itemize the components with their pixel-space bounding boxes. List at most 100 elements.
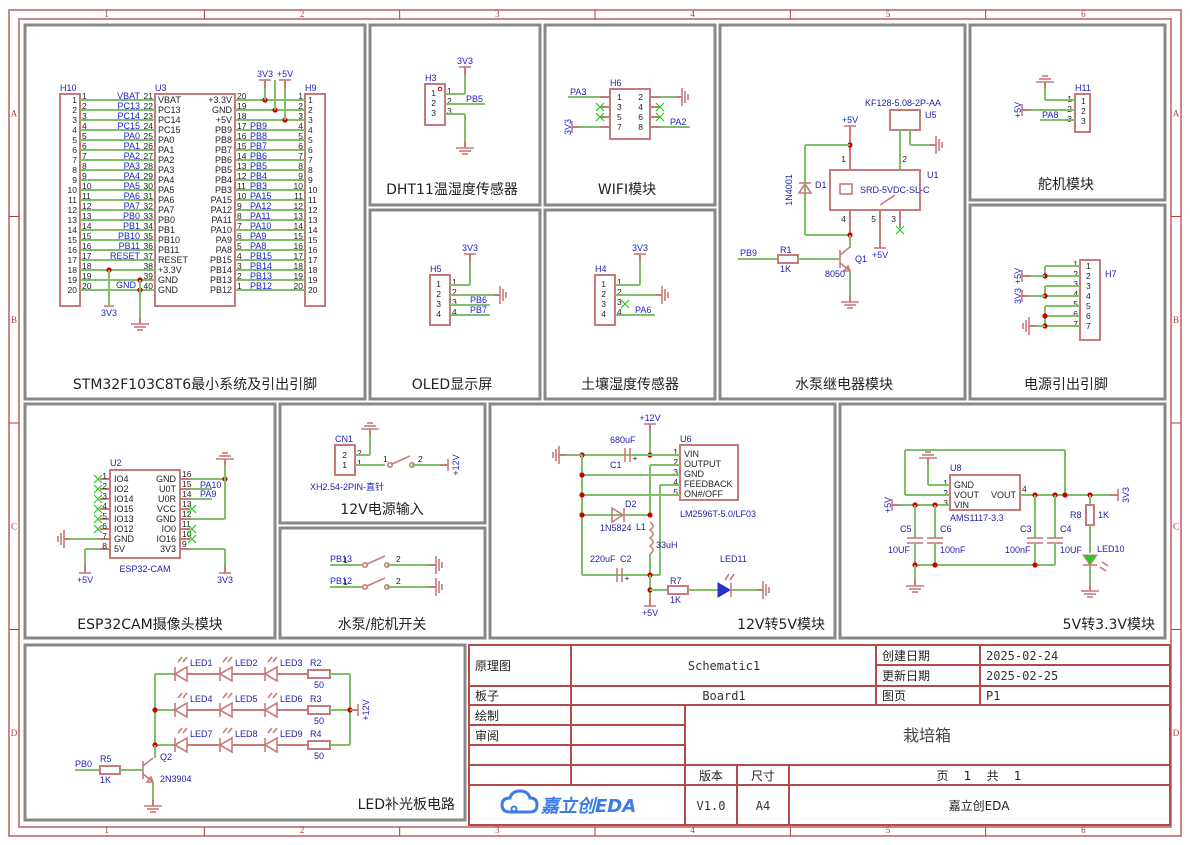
transistor-emitter: [839, 262, 851, 272]
c2-value: 220uF: [590, 554, 616, 564]
c2-ref: C2: [620, 554, 632, 564]
panel-ldo: [838, 402, 1167, 640]
h10-ref: H10: [60, 83, 77, 93]
ground-icon: [1081, 585, 1099, 598]
pin-name: GND: [114, 534, 135, 544]
h5-body: [429, 274, 451, 326]
zone-col-label: 4: [690, 825, 695, 835]
u5-ref: U5: [925, 110, 937, 120]
junction-dot: [932, 562, 938, 568]
u3-pin-name: PB3: [215, 185, 232, 195]
net-label: PB7: [250, 141, 267, 151]
u3-pin-name: PB8: [215, 135, 232, 145]
h7-ref: H7: [1105, 269, 1117, 279]
net-label: PB12: [250, 281, 272, 291]
h10-pin-index: 10: [82, 181, 92, 191]
power-flag-icon: +12V: [440, 454, 461, 476]
h10-pin-number: 19: [68, 275, 78, 285]
pin-number: 15: [182, 479, 192, 489]
zone-row-label: A: [1173, 108, 1180, 118]
l1-value: 33uH: [656, 540, 678, 550]
net-label: PC14: [117, 111, 140, 121]
led-ray: [182, 692, 188, 699]
ground-icon: [456, 142, 474, 155]
u3-pin-number: 11: [237, 181, 246, 191]
pin-index: 4: [617, 307, 622, 317]
pin-number: 11: [182, 519, 191, 529]
u3-pin-name: GND: [158, 275, 179, 285]
h10-pin-index: 20: [82, 281, 92, 291]
u6-body: [679, 444, 739, 501]
r5-value: 1K: [100, 775, 111, 785]
d1-ref: D1: [815, 180, 827, 190]
h6-body: [609, 88, 651, 140]
zone-row-label: B: [11, 315, 17, 325]
u3-pin-name: RESET: [158, 255, 189, 265]
pin-name: IO0: [161, 524, 176, 534]
power-flag-icon: +5V: [1013, 268, 1030, 284]
h10-pin-number: 20: [68, 285, 78, 295]
h9-pin-index: 2: [298, 101, 303, 111]
q2-part: 2N3904: [160, 774, 192, 784]
u3-pin-name: PB9: [215, 125, 232, 135]
pin-number: 1: [943, 478, 948, 488]
pin-number: 7: [1086, 321, 1091, 331]
h10-pin-number: 1: [72, 95, 77, 105]
pin-index: 6: [1073, 309, 1078, 319]
u3-pin-number: 27: [144, 151, 154, 161]
c3-ref: C3: [1020, 524, 1032, 534]
led-ref: LED7: [190, 729, 213, 739]
pin-index: 7: [1073, 319, 1078, 329]
r1-value: 1K: [780, 264, 791, 274]
resistor-body: [777, 254, 799, 264]
net-label: PB3: [250, 181, 267, 191]
junction-dot: [579, 472, 585, 478]
c5-value: 10UF: [888, 545, 911, 555]
junction-dot: [579, 492, 585, 498]
ground-icon: [131, 318, 149, 331]
u3-pin-number: 5: [237, 241, 242, 251]
net-label: PC13: [117, 101, 140, 111]
net-label: PA10: [200, 480, 221, 490]
u5-part: KF128-5.08-2P-AA: [865, 98, 941, 108]
tb-label-reviewed: 审阅: [475, 728, 499, 743]
h10-pin-index: 17: [82, 251, 92, 261]
no-connect-icon: [655, 112, 665, 122]
switch-icon: [361, 555, 390, 568]
ground-icon: [919, 451, 937, 464]
led-ray: [177, 727, 183, 734]
zone-col-label: 6: [1081, 9, 1086, 19]
u8-ref: U8: [950, 463, 962, 473]
u3-pin-name: PB5: [215, 165, 232, 175]
no-connect-icon: [187, 504, 197, 514]
net-label: PA5: [124, 181, 140, 191]
pin-number: 8: [102, 541, 107, 551]
led-ray: [227, 656, 233, 663]
panel-power-pins: [968, 203, 1167, 401]
h10-pin-index: 16: [82, 241, 92, 251]
h9-pin-number: 11: [308, 195, 317, 205]
zone-col-label: 2: [300, 9, 305, 19]
u3-pin-name: PB1: [158, 225, 175, 235]
pin-number: 2: [638, 92, 643, 102]
u3-pin-number: 8: [237, 211, 242, 221]
ground-icon: [1022, 317, 1035, 335]
resistor-icon: [307, 669, 331, 679]
transistor-emitter: [142, 773, 154, 783]
no-connect-icon: [93, 504, 103, 514]
led-ray: [1099, 566, 1107, 572]
u3-pin-name: +3.3V: [158, 265, 182, 275]
h9-pin-index: 5: [298, 131, 303, 141]
net-label: PA15: [250, 191, 271, 201]
panel-title-oled: OLED显示屏: [412, 377, 492, 393]
h10-pin-index: 13: [82, 211, 92, 221]
pin-name: IO2: [114, 484, 129, 494]
panel-title-relay: 水泵继电器模块: [795, 377, 893, 393]
pin-number: 1: [342, 460, 347, 470]
net-label: PB1: [123, 221, 140, 231]
power-label: +5V: [277, 69, 293, 79]
u3-pin-number: 39: [144, 271, 154, 281]
u3-pin-name: PA15: [211, 195, 232, 205]
